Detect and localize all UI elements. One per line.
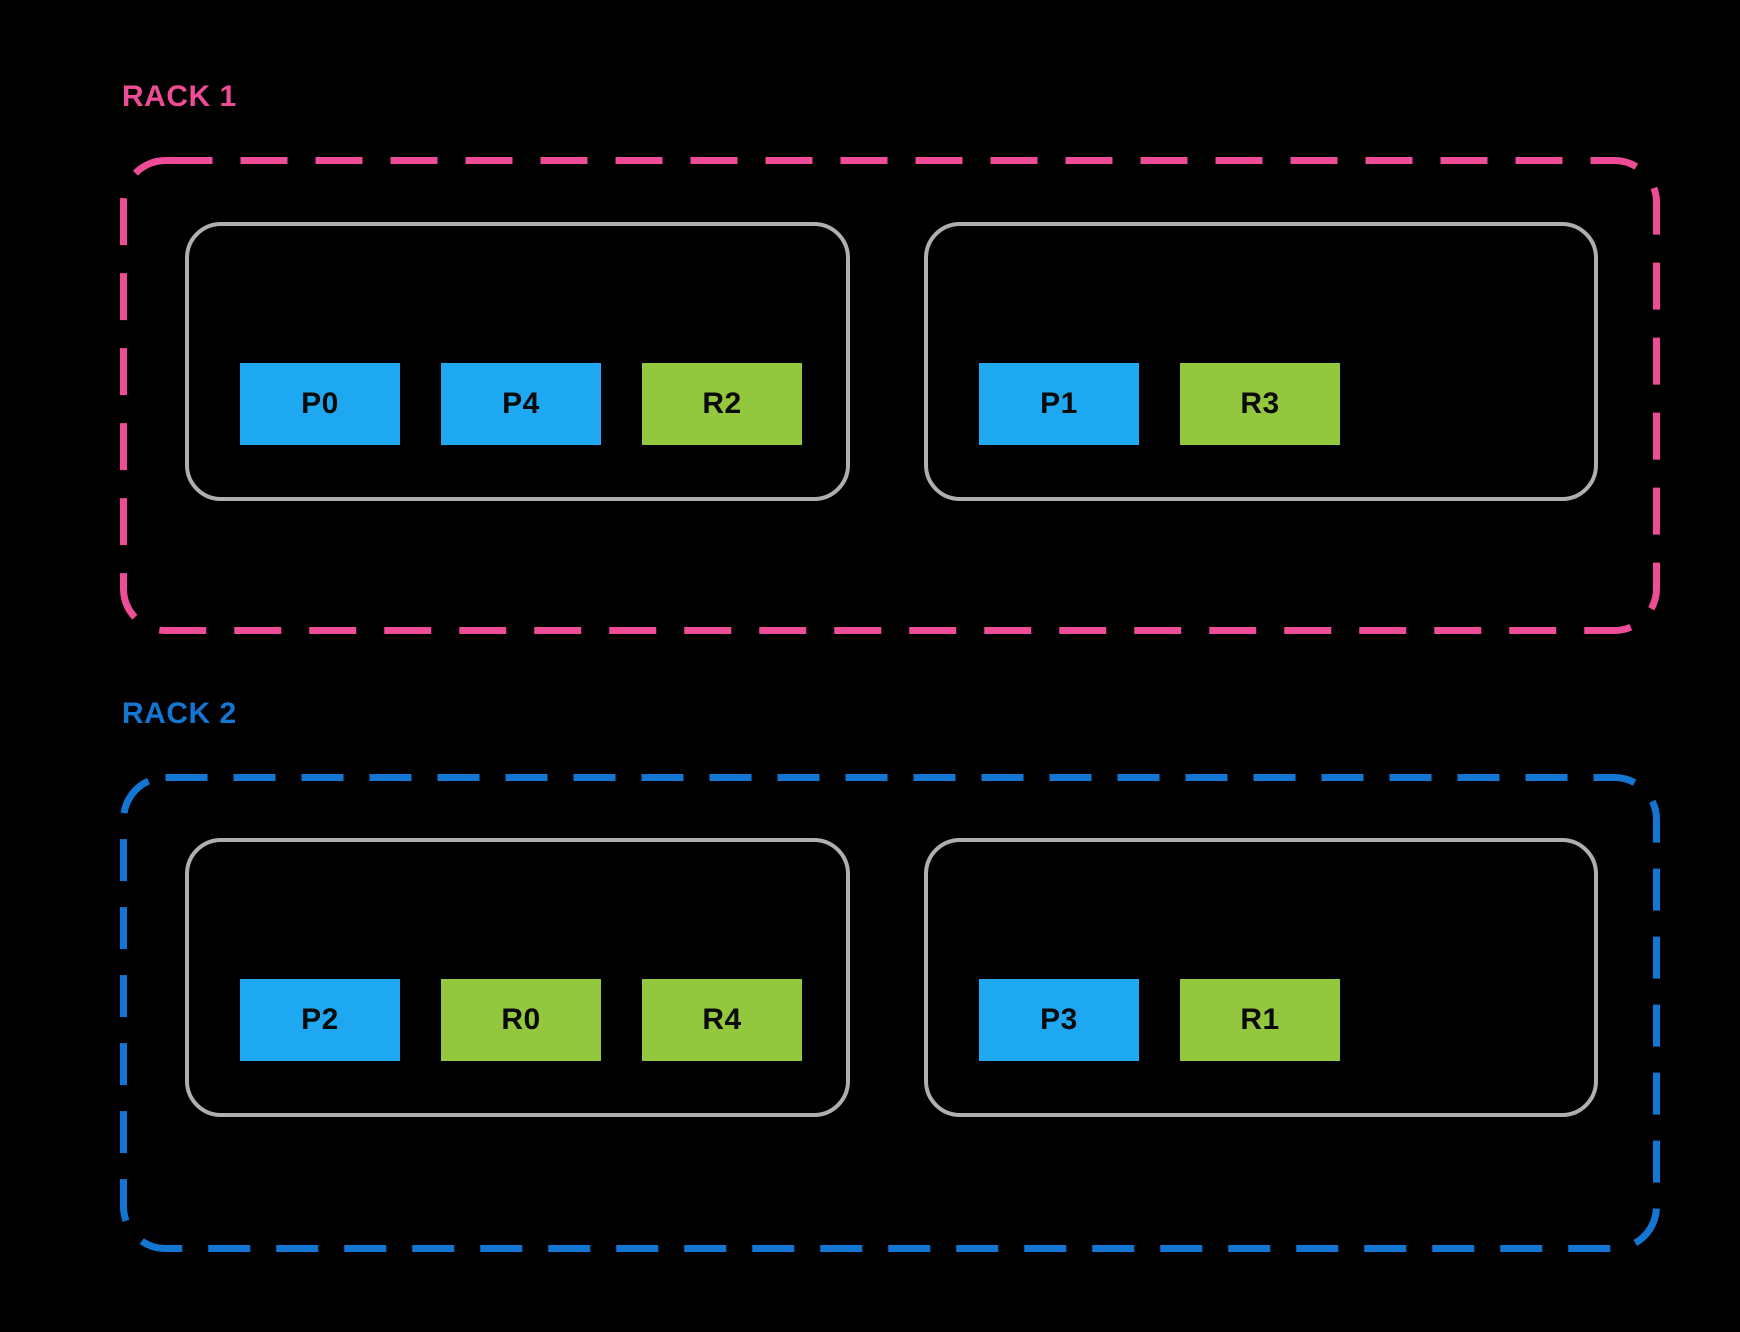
rack-2-node-1: P2 R0 R4: [185, 838, 850, 1117]
block-p4-label: P4: [502, 387, 540, 420]
block-p1-label: P1: [1040, 387, 1078, 420]
block-r0: R0: [441, 979, 601, 1061]
block-p4: P4: [441, 363, 601, 445]
block-r3-label: R3: [1240, 387, 1280, 420]
block-p0: P0: [240, 363, 400, 445]
block-r1: R1: [1180, 979, 1340, 1061]
block-p2-label: P2: [301, 1003, 339, 1036]
block-r2: R2: [642, 363, 802, 445]
block-r2-label: R2: [702, 387, 742, 420]
block-r4: R4: [642, 979, 802, 1061]
rack-2-border-rect: [120, 774, 1660, 1252]
rack-2-node-2: P3 R1: [924, 838, 1598, 1117]
block-r0-label: R0: [501, 1003, 541, 1036]
block-p0-label: P0: [301, 387, 339, 420]
block-r1-label: R1: [1240, 1003, 1280, 1036]
block-p3: P3: [979, 979, 1139, 1061]
block-p2: P2: [240, 979, 400, 1061]
rack-2-dashed-border: [120, 774, 1660, 1252]
block-p3-label: P3: [1040, 1003, 1078, 1036]
rack-1-label: RACK 1: [122, 80, 237, 113]
block-r4-label: R4: [702, 1003, 742, 1036]
rack-2-label: RACK 2: [122, 697, 237, 730]
rack-1-node-1: P0 P4 R2: [185, 222, 850, 501]
rack-1-node-2: P1 R3: [924, 222, 1598, 501]
block-r3: R3: [1180, 363, 1340, 445]
block-p1: P1: [979, 363, 1139, 445]
